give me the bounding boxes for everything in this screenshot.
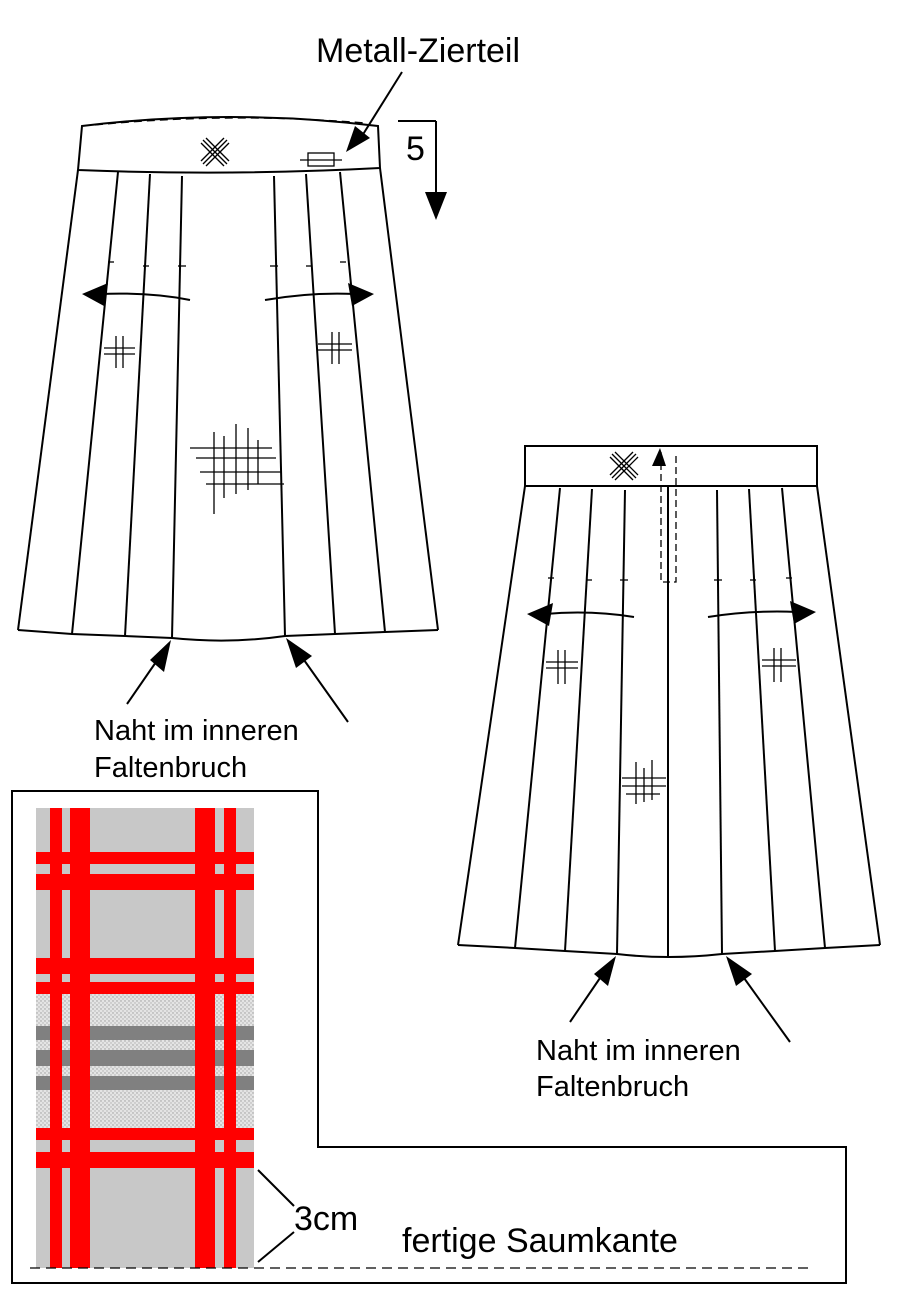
front-pleat-line (171, 175, 183, 639)
front-waistband (76, 116, 382, 174)
hem-detail-frame (11, 790, 847, 1284)
front-seam-label-line2: Faltenbruch (94, 752, 247, 784)
front-left-side (17, 169, 79, 631)
front-pleat-line (339, 171, 386, 633)
front-pleat-line (273, 175, 286, 637)
front-pleat-line (124, 173, 151, 637)
cross-stitch-icon (546, 650, 578, 684)
gray-stripe (36, 1076, 254, 1090)
cross-stitch-icon (190, 424, 284, 514)
front-seam-pointers (126, 638, 349, 723)
red-stripe (36, 958, 254, 974)
back-seam-label-line1: Naht im inneren (536, 1035, 741, 1067)
gray-stripe (36, 1050, 254, 1066)
gray-stripe (36, 1026, 254, 1040)
cross-stitch-icon (762, 648, 796, 682)
arrow-icon (346, 126, 370, 152)
back-skirt (457, 445, 881, 958)
front-stitch-ticks (108, 261, 346, 267)
arrow-icon (425, 192, 447, 220)
front-skirt (17, 71, 447, 642)
back-left-side (457, 485, 526, 946)
cross-stitch-icon (104, 336, 135, 368)
arrow-icon (82, 283, 108, 306)
arrow-icon (286, 638, 312, 668)
red-stripe (36, 1128, 254, 1140)
arrow-icon (348, 283, 374, 306)
arrow-icon (726, 956, 752, 986)
ornament-pointer-line (361, 71, 403, 137)
measure-line (257, 1169, 295, 1207)
front-pleat-line (71, 171, 119, 635)
cross-stitch-icon (318, 332, 352, 364)
cross-stitch-icon (622, 760, 666, 804)
measure-line (257, 1231, 295, 1263)
arrow-icon (707, 610, 798, 618)
depth-label: 5 (406, 130, 425, 168)
arrow-icon (544, 611, 635, 618)
back-seam-pointers (569, 956, 791, 1043)
zipper-stitch (660, 452, 677, 583)
red-stripe (36, 852, 254, 864)
red-stripe (36, 982, 254, 994)
front-right-side (379, 167, 439, 631)
back-pleat-line (716, 489, 723, 955)
red-stripe (36, 1152, 254, 1168)
arrow-icon (264, 292, 356, 301)
ornament-label: Metall-Zierteil (316, 32, 520, 70)
red-stripe (36, 874, 254, 890)
hem-edge-label: fertige Saumkante (402, 1222, 678, 1260)
arrow-icon (150, 640, 171, 672)
back-pleat-line (564, 488, 593, 952)
back-pleat-line (514, 487, 561, 949)
back-right-side (816, 485, 881, 946)
back-pleat-line (748, 488, 776, 952)
hem-offset-label: 3cm (294, 1200, 358, 1238)
zipper-pull-icon (652, 448, 666, 466)
front-pleat-line (305, 173, 336, 635)
arrow-icon (527, 603, 553, 626)
front-seam-label-line1: Naht im inneren (94, 715, 299, 747)
front-waistband-stitch (94, 117, 366, 126)
back-pleat-line (781, 487, 826, 949)
back-waistband (524, 445, 818, 487)
arrow-icon (790, 601, 816, 624)
ornament-icon (200, 137, 230, 167)
back-pleat-line (616, 489, 626, 955)
fabric-swatch (36, 808, 254, 1268)
front-hem (17, 629, 439, 642)
back-stitch-ticks (548, 577, 792, 581)
ornament-icon (609, 451, 639, 481)
arrow-icon (594, 956, 616, 986)
back-seam-label-line2: Faltenbruch (536, 1071, 689, 1103)
arrow-icon (99, 292, 191, 301)
